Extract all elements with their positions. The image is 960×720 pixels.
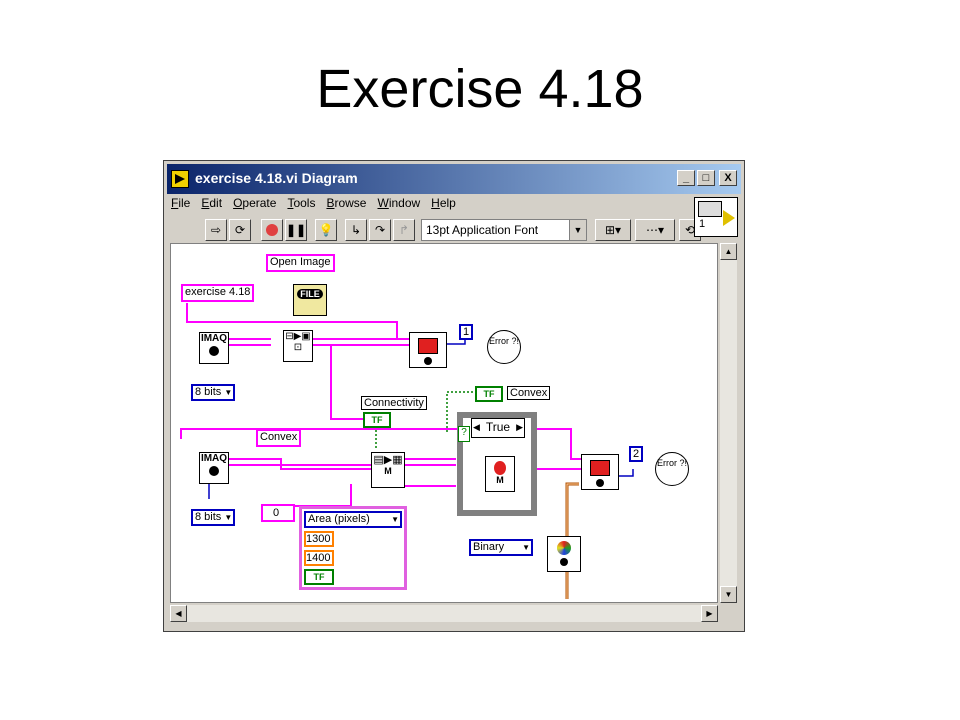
binary-palette-enum[interactable]: Binary bbox=[469, 539, 533, 556]
imaq-create-node-1[interactable]: IMAQ bbox=[199, 332, 229, 364]
window-gear-icon-1 bbox=[424, 357, 432, 365]
run-triangle-icon bbox=[723, 210, 735, 226]
pause-button[interactable]: ❚❚ bbox=[285, 219, 307, 241]
node-m-icon-1: M bbox=[384, 466, 392, 476]
slide-title: Exercise 4.18 bbox=[316, 59, 644, 119]
case-selector-terminal: ? bbox=[458, 426, 470, 442]
menu-tools[interactable]: Tools bbox=[287, 196, 316, 210]
vi-icon-number: 1 bbox=[699, 218, 706, 230]
display-window-icon-1 bbox=[418, 338, 438, 354]
case-selector-value: True bbox=[485, 420, 511, 434]
numeric-zero-constant[interactable]: 0 bbox=[261, 504, 295, 522]
node-m-icon-2: M bbox=[496, 475, 504, 485]
screen-icon bbox=[698, 201, 722, 217]
scroll-up-button[interactable]: ▲ bbox=[720, 243, 737, 260]
particle-filter-icon: ▤▶▦ bbox=[373, 454, 403, 466]
font-dropdown-value: 13pt Application Font bbox=[426, 223, 539, 237]
horizontal-scrollbar[interactable]: ◀ ▶ bbox=[170, 605, 718, 622]
window-number-1[interactable]: 1 bbox=[459, 324, 473, 340]
connectivity-label: Connectivity bbox=[361, 396, 427, 410]
image-type-enum-1[interactable]: 8 bits bbox=[191, 384, 236, 401]
convex-bool-top[interactable]: TF bbox=[475, 386, 503, 402]
numeric-zero-value: 0 bbox=[273, 507, 280, 519]
convex-constant[interactable]: Convex bbox=[256, 429, 302, 447]
maximize-button[interactable]: □ bbox=[697, 170, 715, 186]
error-handler-2[interactable]: Error ?! bbox=[655, 452, 689, 486]
image-type-enum-2[interactable]: 8 bits bbox=[191, 509, 236, 526]
scroll-down-button[interactable]: ▼ bbox=[720, 586, 737, 603]
node-sub-icon: ⊡ bbox=[293, 342, 303, 353]
window-gear-icon-3 bbox=[560, 558, 568, 566]
imaq-windraw-node-1[interactable] bbox=[409, 332, 447, 368]
convex-hull-node[interactable]: M bbox=[485, 456, 515, 492]
file-icon: FILE bbox=[297, 289, 323, 299]
path-constant[interactable]: exercise 4.18 bbox=[181, 284, 255, 302]
include-range-bool[interactable]: TF bbox=[304, 569, 334, 585]
case-structure[interactable]: ◀ True ▶ ? M bbox=[457, 412, 537, 516]
vertical-scrollbar[interactable]: ▲ ▼ bbox=[720, 243, 737, 603]
connectivity-bool[interactable]: TF bbox=[363, 412, 391, 428]
case-next-arrow[interactable]: ▶ bbox=[516, 422, 523, 432]
menu-edit[interactable]: Edit bbox=[201, 196, 223, 210]
run-continuous-button[interactable]: ⟳ bbox=[229, 219, 251, 241]
labview-diagram-window: exercise 4.18.vi Diagram _ □ X File Edit… bbox=[163, 160, 745, 632]
window-gear-icon-2 bbox=[596, 479, 604, 487]
minimize-button[interactable]: _ bbox=[677, 170, 695, 186]
area-pixels-enum[interactable]: Area (pixels) bbox=[304, 511, 402, 528]
lightning-icon-1 bbox=[209, 346, 219, 356]
range-low-value[interactable]: 1300 bbox=[304, 531, 334, 547]
read-file-icon: ⊟▶▣ bbox=[285, 331, 311, 342]
palette-icon bbox=[557, 541, 571, 555]
font-dropdown[interactable]: 13pt Application Font ▼ bbox=[421, 219, 587, 241]
open-image-label: Open Image bbox=[266, 254, 335, 272]
abort-button[interactable] bbox=[261, 219, 283, 241]
title-bar[interactable]: exercise 4.18.vi Diagram _ □ X bbox=[167, 164, 741, 194]
highlight-execution-button[interactable]: 💡 bbox=[315, 219, 337, 241]
distribute-objects-button[interactable]: ⋯▾ bbox=[635, 219, 675, 241]
menu-operate[interactable]: Operate bbox=[233, 196, 277, 210]
lightning-icon-2 bbox=[209, 466, 219, 476]
filter-criteria-array[interactable]: Area (pixels) 1300 1400 TF bbox=[299, 506, 407, 590]
menu-browse[interactable]: Browse bbox=[326, 196, 367, 210]
menu-file[interactable]: File bbox=[171, 196, 191, 210]
range-high-value[interactable]: 1400 bbox=[304, 550, 334, 566]
stop-icon bbox=[266, 224, 278, 236]
scroll-right-button[interactable]: ▶ bbox=[701, 605, 718, 622]
imaq-label-1: IMAQ bbox=[200, 333, 228, 344]
step-into-button[interactable]: ↳ bbox=[345, 219, 367, 241]
window-title: exercise 4.18.vi Diagram bbox=[195, 170, 358, 186]
imaq-create-node-2[interactable]: IMAQ bbox=[199, 452, 229, 484]
case-selector[interactable]: ◀ True ▶ bbox=[471, 418, 525, 438]
imaq-windraw-node-2[interactable] bbox=[581, 454, 619, 490]
imaq-palette-node[interactable] bbox=[547, 536, 581, 572]
menu-bar: File Edit Operate Tools Browse Window He… bbox=[170, 196, 457, 214]
block-diagram-canvas[interactable]: Open Image FILE exercise 4.18 IMAQ 8 bit… bbox=[170, 243, 718, 603]
close-button[interactable]: X bbox=[719, 170, 737, 186]
window-number-2[interactable]: 2 bbox=[629, 446, 643, 462]
particle-filter-node[interactable]: ▤▶▦ M bbox=[371, 452, 405, 488]
menu-help[interactable]: Help bbox=[431, 196, 456, 210]
file-dialog-node[interactable]: FILE bbox=[293, 284, 327, 316]
wires bbox=[180, 303, 634, 599]
scroll-left-button[interactable]: ◀ bbox=[170, 605, 187, 622]
align-objects-button[interactable]: ⊞▾ bbox=[595, 219, 631, 241]
run-arrow-button[interactable]: ⇨ bbox=[205, 219, 227, 241]
step-out-button[interactable]: ↱ bbox=[393, 219, 415, 241]
imaq-label-2: IMAQ bbox=[200, 453, 228, 464]
display-window-icon-2 bbox=[590, 460, 610, 476]
labview-run-icon bbox=[171, 170, 189, 188]
convex-icon bbox=[494, 461, 506, 475]
step-over-button[interactable]: ↷ bbox=[369, 219, 391, 241]
error-handler-1[interactable]: Error ?! bbox=[487, 330, 521, 364]
toolbar: ⇨ ⟳ ❚❚ 💡 ↳ ↷ ↱ 13pt Application Font ▼ ⊞… bbox=[167, 216, 741, 246]
chevron-down-icon: ▼ bbox=[569, 220, 586, 240]
menu-window[interactable]: Window bbox=[377, 196, 421, 210]
convex-label-top: Convex bbox=[507, 386, 551, 400]
case-prev-arrow[interactable]: ◀ bbox=[473, 422, 480, 432]
vi-connector-icon[interactable]: 1 bbox=[694, 197, 738, 237]
imaq-readfile-node[interactable]: ⊟▶▣ ⊡ bbox=[283, 330, 313, 362]
